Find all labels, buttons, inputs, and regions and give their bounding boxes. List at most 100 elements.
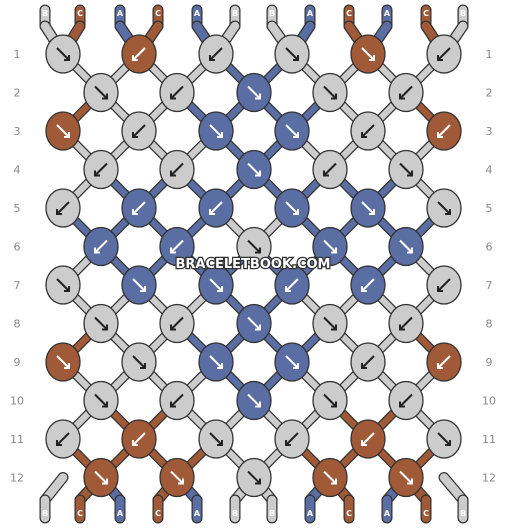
knot[interactable] (274, 188, 310, 228)
knot[interactable] (350, 265, 386, 305)
knot[interactable] (312, 149, 348, 190)
knot[interactable] (83, 380, 119, 421)
knot[interactable] (198, 265, 234, 305)
knot-arrow-head-icon (255, 93, 261, 100)
knot[interactable] (312, 226, 348, 267)
knot[interactable] (198, 419, 234, 459)
knot[interactable] (350, 419, 386, 459)
knot[interactable] (159, 457, 195, 498)
knot[interactable] (350, 111, 386, 151)
knot-arrow-icon (285, 432, 299, 446)
knot[interactable] (83, 303, 119, 344)
knot[interactable] (312, 303, 348, 344)
knot[interactable] (388, 149, 424, 190)
knot[interactable] (274, 111, 310, 151)
row-number-left: 11 (10, 433, 24, 446)
knot[interactable] (83, 72, 119, 113)
knot[interactable] (426, 111, 462, 151)
knot[interactable] (198, 111, 234, 151)
knot-arrow-icon (132, 432, 146, 446)
knot-arrow-icon (209, 432, 223, 446)
knot[interactable] (274, 34, 310, 74)
string-label-bottom: C (423, 509, 429, 518)
knot[interactable] (236, 380, 272, 421)
knot-arrow-head-icon (369, 209, 375, 215)
knot[interactable] (83, 149, 119, 190)
knot[interactable] (312, 380, 348, 421)
knot[interactable] (388, 72, 424, 113)
knot-arrow-icon (170, 239, 184, 254)
knot[interactable] (45, 111, 81, 151)
knot[interactable] (388, 380, 424, 421)
knot[interactable] (198, 188, 234, 228)
knot-arrow-icon (323, 239, 337, 254)
row-number-right: 12 (482, 472, 496, 485)
knot-arrow-icon (170, 316, 184, 331)
knot[interactable] (121, 265, 157, 305)
knot-arrow-icon (323, 470, 337, 485)
knot-arrow-icon (94, 316, 108, 331)
knot[interactable] (350, 342, 386, 382)
knot-arrow-icon (170, 162, 184, 177)
knot[interactable] (350, 188, 386, 228)
knot[interactable] (45, 419, 81, 459)
knot[interactable] (159, 72, 195, 113)
knot-arrow-icon (56, 355, 70, 369)
knot[interactable] (350, 34, 386, 74)
knot-arrow-icon (247, 316, 261, 331)
knot[interactable] (388, 303, 424, 344)
knot[interactable] (83, 457, 119, 498)
knot[interactable] (388, 226, 424, 267)
string-label-top: C (423, 9, 429, 18)
knot[interactable] (312, 72, 348, 113)
knot[interactable] (236, 226, 272, 267)
string-label-top: A (307, 9, 314, 18)
knot-arrow-icon (323, 85, 337, 100)
knot-arrow-head-icon (56, 440, 62, 446)
knot[interactable] (121, 188, 157, 228)
knot[interactable] (159, 303, 195, 344)
knot[interactable] (236, 303, 272, 344)
knot[interactable] (312, 457, 348, 498)
knot[interactable] (45, 342, 81, 382)
knot-arrow-head-icon (102, 324, 108, 331)
knot[interactable] (121, 342, 157, 382)
knot[interactable] (121, 111, 157, 151)
knot[interactable] (159, 226, 195, 267)
knot[interactable] (198, 34, 234, 74)
string-label-top: B (460, 9, 466, 18)
row-number-left: 3 (14, 125, 21, 138)
knot[interactable] (121, 419, 157, 459)
knot[interactable] (83, 226, 119, 267)
knot[interactable] (274, 342, 310, 382)
knot[interactable] (159, 149, 195, 190)
knot[interactable] (388, 457, 424, 498)
knot[interactable] (121, 34, 157, 74)
string-label-bottom: C (77, 509, 83, 518)
knot-arrow-head-icon (285, 440, 291, 446)
knot[interactable] (274, 265, 310, 305)
knot[interactable] (159, 380, 195, 421)
knot[interactable] (45, 188, 81, 228)
knot[interactable] (45, 265, 81, 305)
knot[interactable] (426, 34, 462, 74)
knot-arrow-icon (285, 201, 299, 215)
knot-arrow-icon (285, 355, 299, 369)
row-number-left: 12 (10, 472, 24, 485)
knot[interactable] (45, 34, 81, 74)
knot[interactable] (274, 419, 310, 459)
knot[interactable] (236, 149, 272, 190)
knot[interactable] (426, 342, 462, 382)
knot[interactable] (426, 265, 462, 305)
knot[interactable] (236, 72, 272, 113)
knot-arrow-icon (437, 201, 451, 215)
knot-arrow-head-icon (64, 132, 70, 138)
knot-arrow-icon (170, 470, 184, 485)
knot[interactable] (236, 457, 272, 498)
knot-arrow-icon (170, 393, 184, 408)
knot[interactable] (198, 342, 234, 382)
row-number-left: 10 (10, 395, 24, 408)
knot[interactable] (426, 419, 462, 459)
knot[interactable] (426, 188, 462, 228)
